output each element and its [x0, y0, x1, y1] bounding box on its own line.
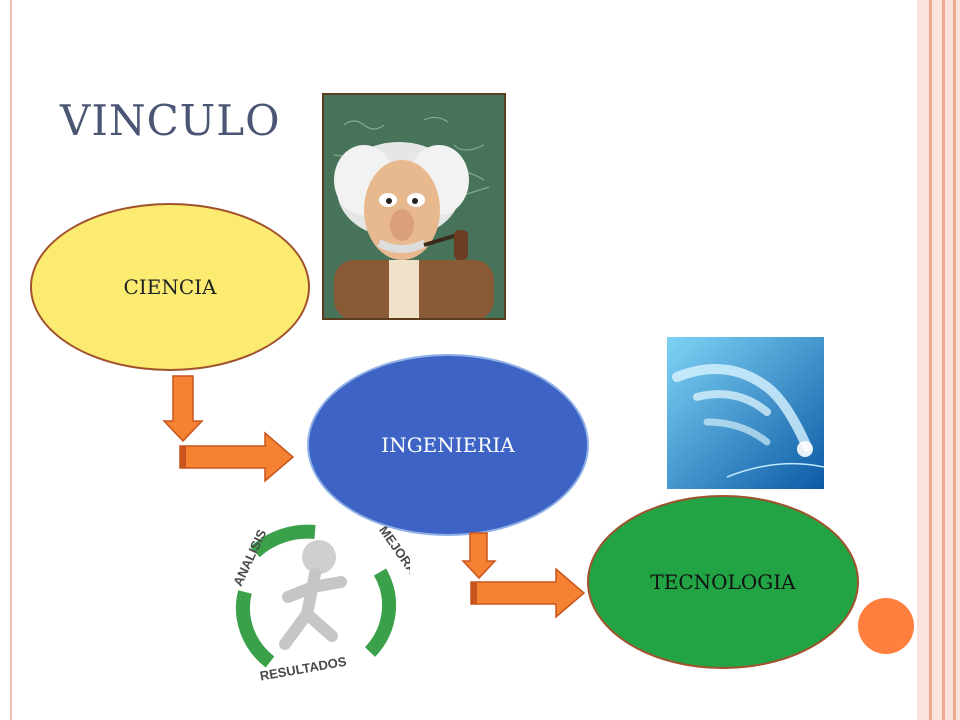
node-ciencia: CIENCIA — [30, 203, 310, 371]
node-tecnologia-label: TECNOLOGIA — [650, 570, 796, 594]
node-tecnologia: TECNOLOGIA — [587, 495, 859, 669]
bent-arrow-icon — [162, 375, 295, 483]
frame-left-line — [10, 0, 12, 720]
cycle-drawing: ANALISIS MEJORA RESULTADOS — [230, 523, 410, 684]
frame-stripe — [953, 0, 956, 720]
einstein-caricature-image — [322, 93, 506, 320]
node-ingenieria-label: INGENIERIA — [381, 433, 515, 457]
frame-stripe — [942, 0, 945, 720]
digital-hand-image — [667, 337, 824, 489]
cycle-runner-image: ANALISIS MEJORA RESULTADOS — [215, 512, 410, 692]
frame-stripe — [929, 0, 932, 720]
node-ingenieria: INGENIERIA — [307, 354, 589, 536]
node-ciencia-label: CIENCIA — [123, 275, 217, 299]
einstein-drawing — [324, 95, 504, 318]
hand-drawing — [667, 337, 824, 489]
decorative-orange-circle — [858, 598, 914, 654]
frame-right-band — [917, 0, 960, 720]
cycle-word-analisis: ANALISIS — [230, 527, 269, 589]
bent-arrow-icon — [461, 532, 586, 619]
slide-title: VINCULO — [60, 96, 281, 145]
